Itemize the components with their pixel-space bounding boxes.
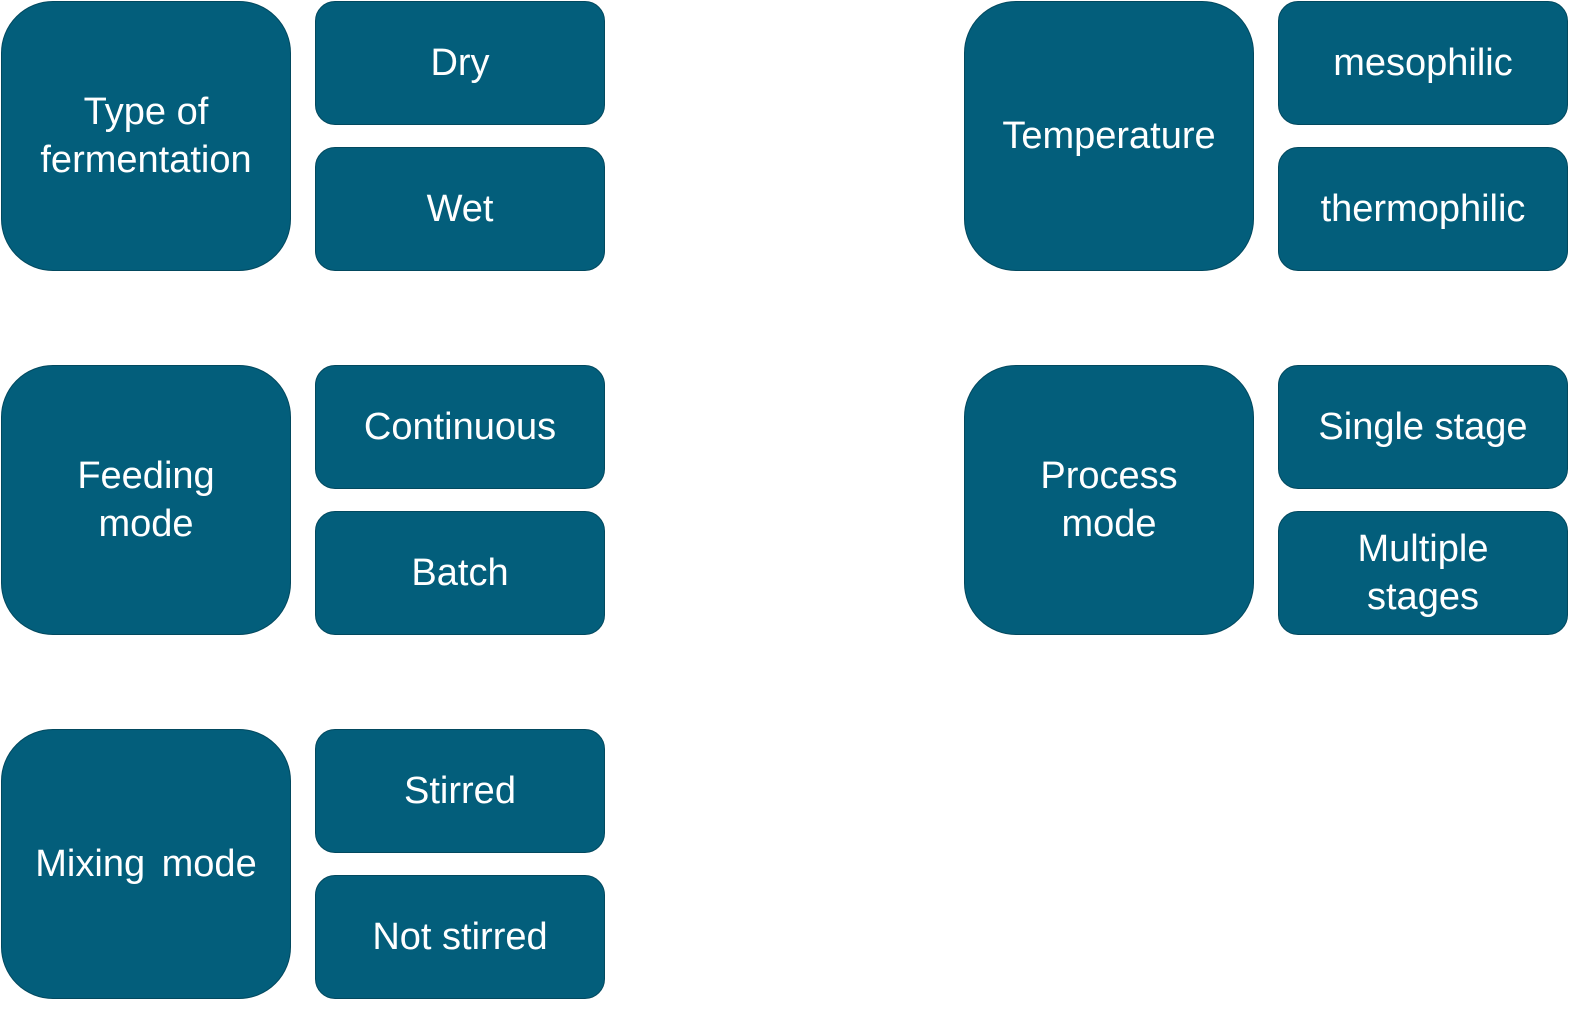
- option-single-stage: Single stage: [1278, 365, 1568, 489]
- option-label: mesophilic: [1333, 42, 1513, 84]
- option-stirred: Stirred: [315, 729, 605, 853]
- option-label: Not stirred: [372, 916, 548, 958]
- category-label: Mixing mode: [35, 843, 257, 885]
- option-dry: Dry: [315, 1, 605, 125]
- category-label: Type of fermentation: [40, 91, 252, 181]
- category-label: Temperature: [1002, 115, 1216, 157]
- category-feeding-mode: Feeding mode: [1, 365, 291, 635]
- option-mesophilic: mesophilic: [1278, 1, 1568, 125]
- option-label: Continuous: [363, 406, 557, 448]
- option-thermophilic: thermophilic: [1278, 147, 1568, 271]
- option-wet: Wet: [315, 147, 605, 271]
- category-type-of-fermentation: Type of fermentation: [1, 1, 291, 271]
- option-label: thermophilic: [1320, 188, 1526, 230]
- option-label: Multiple stages: [1357, 528, 1489, 618]
- option-label: Batch: [411, 552, 509, 594]
- option-not-stirred: Not stirred: [315, 875, 605, 999]
- option-label: Wet: [426, 188, 494, 230]
- option-continuous: Continuous: [315, 365, 605, 489]
- category-mixing-mode: Mixing mode: [1, 729, 291, 999]
- option-multiple-stages: Multiple stages: [1278, 511, 1568, 635]
- option-label: Dry: [430, 42, 490, 84]
- option-label: Single stage: [1318, 406, 1528, 448]
- option-label: Stirred: [404, 770, 516, 812]
- category-label: Process mode: [1040, 455, 1178, 545]
- category-label: Feeding mode: [77, 455, 215, 545]
- category-process-mode: Process mode: [964, 365, 1254, 635]
- category-temperature: Temperature: [964, 1, 1254, 271]
- option-batch: Batch: [315, 511, 605, 635]
